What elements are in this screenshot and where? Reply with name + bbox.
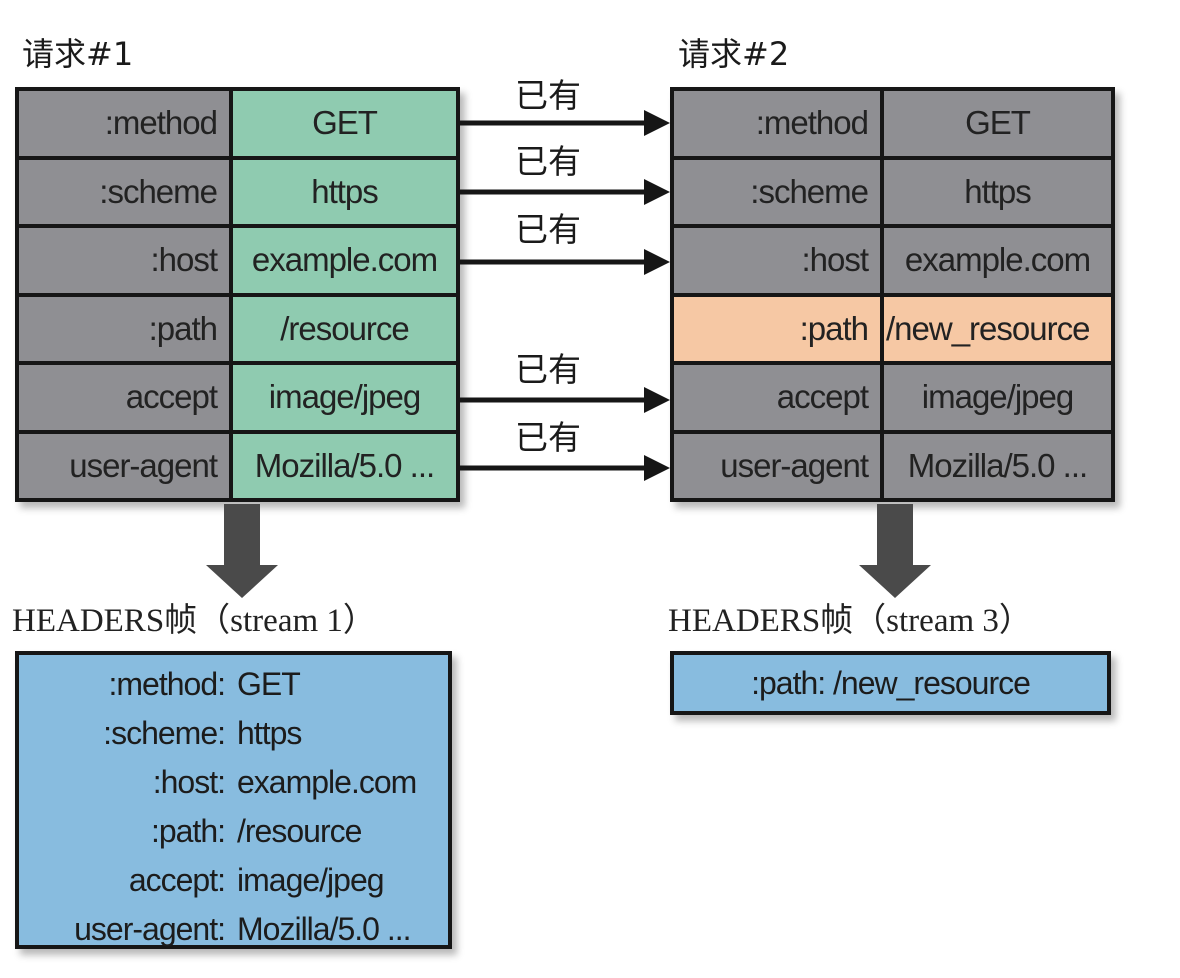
- header-value: https: [884, 159, 1111, 224]
- header-value: GET: [884, 91, 1111, 156]
- table-row-highlighted: :path /new_resource: [674, 296, 1111, 361]
- arrow-host-head: [644, 249, 670, 275]
- header-name: :path: [19, 296, 229, 361]
- table-row: user-agent Mozilla/5.0 ...: [674, 433, 1111, 498]
- header-name: user-agent: [19, 433, 229, 498]
- request1-title: 请求#1: [22, 35, 134, 73]
- table-row: user-agent Mozilla/5.0 ...: [19, 433, 456, 498]
- connector-label-user-agent: 已有: [515, 418, 581, 457]
- table-row: :host example.com: [674, 228, 1111, 293]
- header-value: example.com: [884, 228, 1111, 293]
- table-row: :path /resource: [19, 296, 456, 361]
- frame-header-value: /resource: [237, 813, 362, 849]
- table-row: accept image/jpeg: [19, 365, 456, 430]
- header-value: https: [233, 159, 456, 224]
- down-arrow-request1: [206, 504, 278, 598]
- arrow-method-head: [644, 110, 670, 136]
- frame-line: :path: /resource: [19, 807, 448, 856]
- frame-header-name: :method:: [108, 666, 226, 702]
- header-name: :host: [674, 228, 880, 293]
- frame-header-value: image/jpeg: [237, 862, 385, 898]
- header-name: :method: [19, 91, 229, 156]
- frame-header-name: :path:: [751, 665, 826, 701]
- frame-header-value: /new_resource: [833, 665, 1031, 701]
- connector-label-host: 已有: [515, 210, 581, 249]
- frame-line: :path: /new_resource: [674, 655, 1107, 711]
- frame-header-value: https: [237, 715, 302, 751]
- connector-label-scheme: 已有: [515, 142, 581, 181]
- header-name: accept: [674, 365, 880, 430]
- frame-line: user-agent: Mozilla/5.0 ...: [19, 905, 448, 954]
- frame-header-name: :host:: [152, 764, 226, 800]
- header-value: GET: [233, 91, 456, 156]
- request2-title: 请求#2: [678, 35, 790, 73]
- frame-line: accept: image/jpeg: [19, 856, 448, 905]
- header-name: :host: [19, 228, 229, 293]
- header-value: /new_resource: [884, 296, 1111, 361]
- header-name: :scheme: [19, 159, 229, 224]
- header-value: Mozilla/5.0 ...: [233, 433, 456, 498]
- frame-header-value: example.com: [237, 764, 417, 800]
- header-value: /resource: [233, 296, 456, 361]
- arrow-accept-head: [644, 387, 670, 413]
- connector-label-method: 已有: [515, 76, 581, 115]
- frame-header-value: GET: [237, 666, 301, 702]
- frame2-title: HEADERS帧（stream 3）: [668, 603, 1032, 639]
- frame-header-value: Mozilla/5.0 ...: [237, 911, 412, 947]
- request2-header-table: :method GET :scheme https :host example.…: [670, 87, 1115, 502]
- table-row: :scheme https: [19, 159, 456, 224]
- header-value: example.com: [233, 228, 456, 293]
- arrow-user-agent-head: [644, 455, 670, 481]
- request1-header-table: :method GET :scheme https :host example.…: [15, 87, 460, 502]
- table-row: :method GET: [19, 91, 456, 156]
- frame-header-name: :scheme:: [103, 715, 226, 751]
- header-name: user-agent: [674, 433, 880, 498]
- headers-frame-stream-3: :path: /new_resource: [670, 651, 1111, 715]
- table-row: accept image/jpeg: [674, 365, 1111, 430]
- connector-label-accept: 已有: [515, 350, 581, 389]
- table-row: :host example.com: [19, 228, 456, 293]
- headers-frame-stream-1: :method: GET :scheme: https :host: examp…: [15, 651, 452, 949]
- frame-header-name: :path:: [150, 813, 226, 849]
- frame1-title: HEADERS帧（stream 1）: [12, 603, 376, 639]
- header-value: Mozilla/5.0 ...: [884, 433, 1111, 498]
- header-name: :method: [674, 91, 880, 156]
- arrow-scheme-head: [644, 179, 670, 205]
- header-name: accept: [19, 365, 229, 430]
- frame-line: :host: example.com: [19, 758, 448, 807]
- header-value: image/jpeg: [233, 365, 456, 430]
- frame-header-name: user-agent:: [74, 911, 226, 947]
- header-name: :path: [674, 296, 880, 361]
- frame-header-name: accept:: [128, 862, 226, 898]
- frame-line: :method: GET: [19, 660, 448, 709]
- table-row: :method GET: [674, 91, 1111, 156]
- down-arrow-request2: [859, 504, 931, 598]
- table-row: :scheme https: [674, 159, 1111, 224]
- frame-line: :scheme: https: [19, 709, 448, 758]
- header-name: :scheme: [674, 159, 880, 224]
- header-value: image/jpeg: [884, 365, 1111, 430]
